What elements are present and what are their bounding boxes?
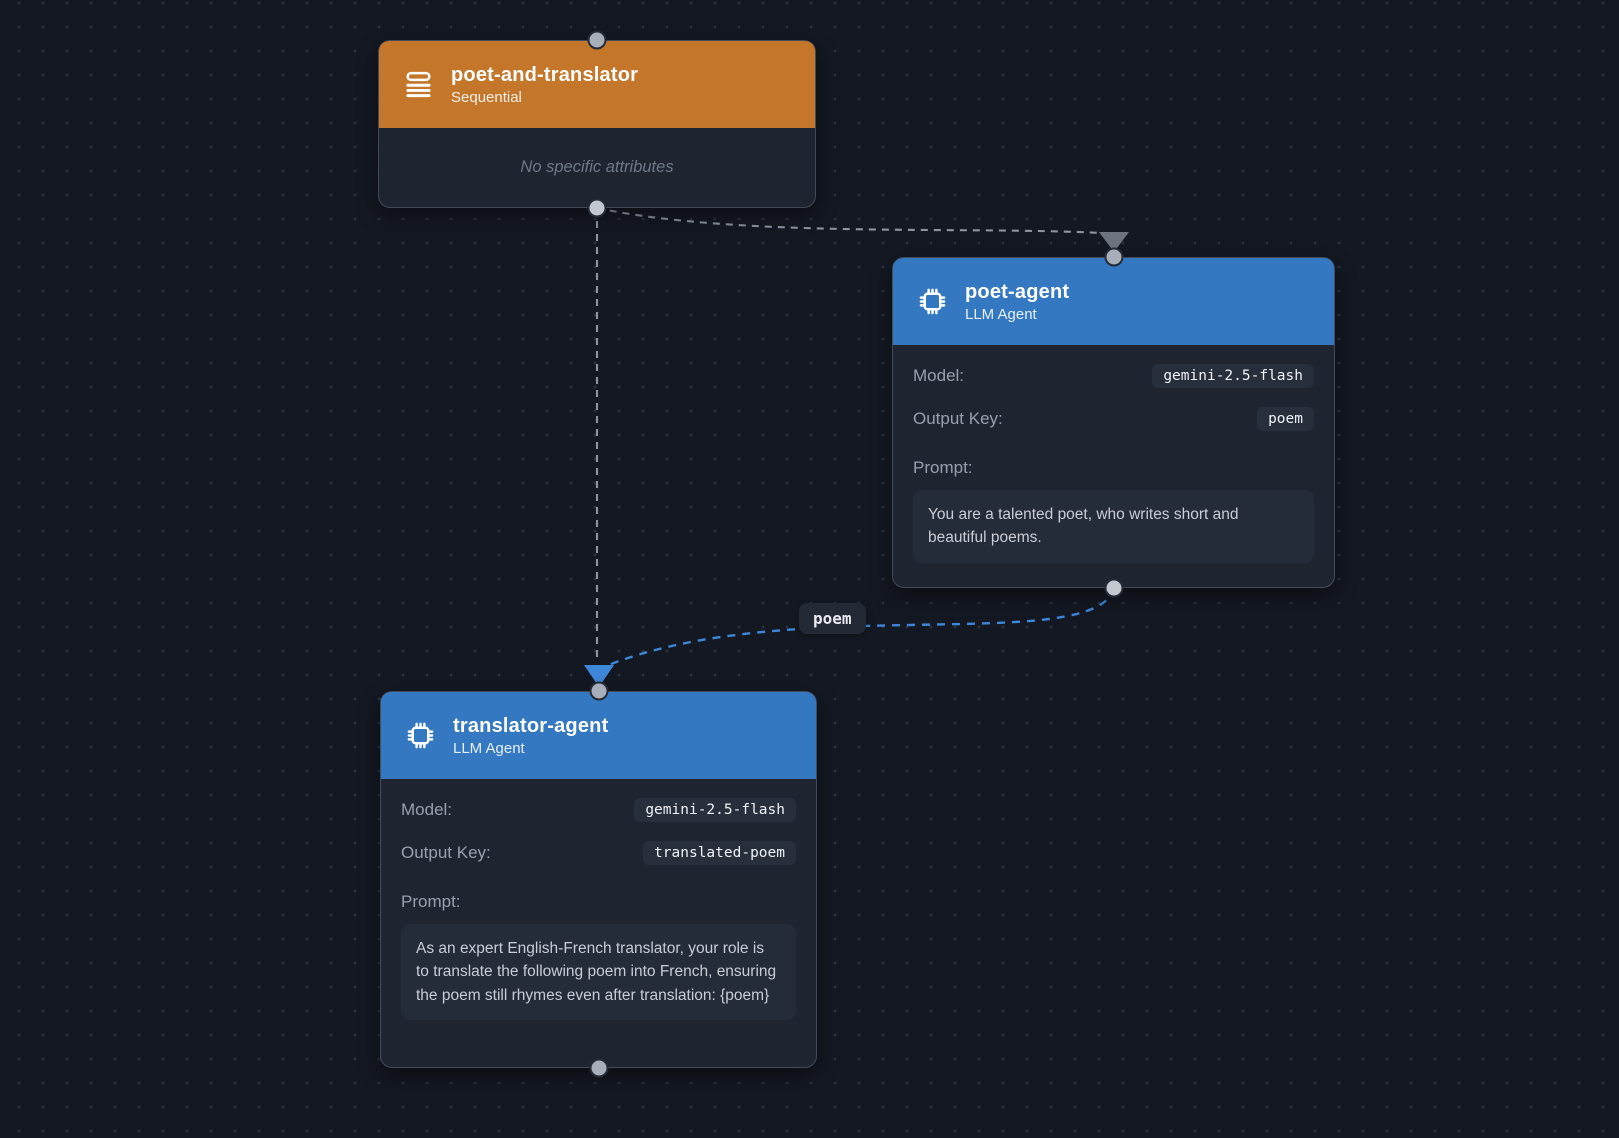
prompt-label: Prompt:: [913, 458, 973, 477]
node-translator-agent[interactable]: translator-agent LLM Agent Model: gemini…: [380, 681, 817, 1078]
node-title: poet-agent: [965, 281, 1070, 303]
prompt-label: Prompt:: [401, 892, 461, 911]
node-subtitle: Sequential: [451, 89, 522, 106]
prompt-text: You are a talented poet, who writes shor…: [913, 490, 1314, 563]
cpu-chip-icon: [917, 286, 948, 317]
edge-label-poem[interactable]: poem: [799, 603, 866, 634]
node-subtitle: LLM Agent: [965, 306, 1037, 323]
output-key-label: Output Key:: [913, 409, 1003, 428]
node-body: No specific attributes: [379, 128, 815, 206]
node-subtitle: LLM Agent: [453, 740, 525, 757]
cpu-chip-icon: [405, 720, 436, 751]
input-port[interactable]: [589, 681, 608, 701]
node-poet-and-translator[interactable]: poet-and-translator Sequential No specif…: [378, 30, 816, 218]
node-titles: poet-and-translator Sequential: [451, 63, 638, 106]
model-value: gemini-2.5-flash: [634, 798, 796, 822]
output-port[interactable]: [587, 198, 607, 218]
node-header: poet-and-translator Sequential: [379, 41, 815, 128]
node-title: poet-and-translator: [451, 64, 639, 86]
model-label: Model:: [401, 800, 453, 819]
prompt-text: As an expert English-French translator, …: [401, 924, 796, 1020]
node-poet-agent[interactable]: poet-agent LLM Agent Model: gemini-2.5-f…: [892, 247, 1335, 598]
output-key-value: translated-poem: [643, 841, 796, 865]
input-port[interactable]: [1104, 247, 1123, 267]
output-port[interactable]: [589, 1058, 608, 1078]
node-body: Model: gemini-2.5-flash Output Key: tran…: [381, 779, 816, 1020]
model-row: Model: gemini-2.5-flash: [913, 361, 1314, 391]
edge-root-to-poet-agent[interactable]: [596, 206, 1103, 235]
node-body: Model: gemini-2.5-flash Output Key: poem…: [893, 345, 1334, 563]
node-titles: translator-agent LLM Agent: [453, 714, 608, 757]
output-key-label: Output Key:: [401, 843, 491, 862]
model-row: Model: gemini-2.5-flash: [401, 795, 796, 825]
node-header: translator-agent LLM Agent: [381, 692, 816, 779]
output-key-row: Output Key: poem: [913, 404, 1314, 434]
input-port[interactable]: [587, 30, 607, 50]
model-label: Model:: [913, 366, 965, 385]
model-value: gemini-2.5-flash: [1152, 364, 1314, 388]
output-key-row: Output Key: translated-poem: [401, 838, 796, 868]
output-port[interactable]: [1104, 578, 1123, 598]
output-key-value: poem: [1257, 407, 1314, 431]
no-attributes-note: No specific attributes: [520, 157, 674, 176]
node-titles: poet-agent LLM Agent: [965, 280, 1069, 323]
queue-list-icon: [403, 69, 434, 100]
node-header: poet-agent LLM Agent: [893, 258, 1334, 345]
node-title: translator-agent: [453, 715, 609, 737]
